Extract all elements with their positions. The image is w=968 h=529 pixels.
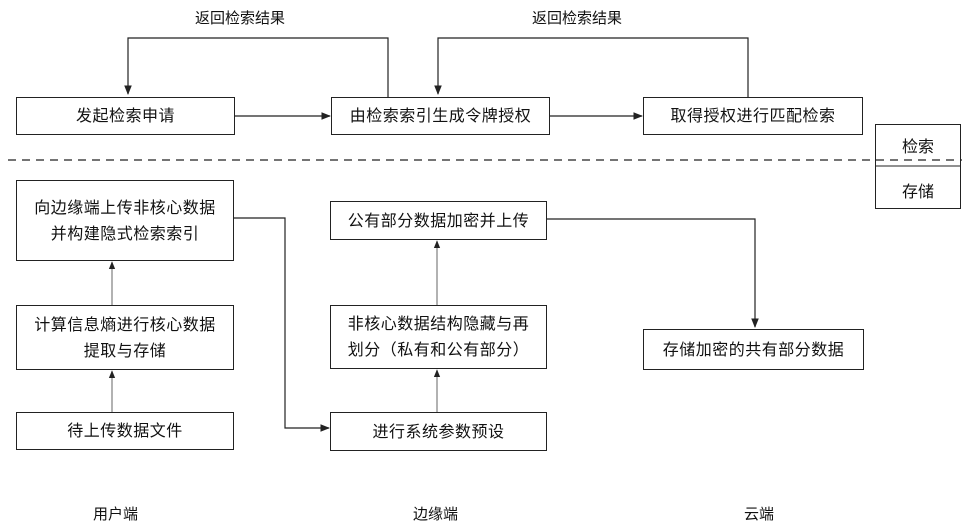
upload-file-box: 待上传数据文件 — [16, 412, 234, 450]
match-search-text: 取得授权进行匹配检索 — [670, 103, 835, 129]
start-search-box: 发起检索申请 — [16, 97, 235, 135]
hide-structure-line2: 划分（私有和公有部分） — [348, 337, 530, 363]
return-result-label-1: 返回检索结果 — [195, 7, 285, 28]
hide-structure-box: 非核心数据结构隐藏与再 划分（私有和公有部分） — [330, 305, 547, 369]
start-search-text: 发起检索申请 — [76, 103, 175, 129]
param-preset-box: 进行系统参数预设 — [330, 412, 547, 451]
entropy-line2: 提取与存储 — [84, 338, 167, 364]
arrow-return-result-2 — [438, 38, 748, 97]
upload-noncore-line2: 并构建隐式检索索引 — [51, 221, 200, 247]
upload-file-text: 待上传数据文件 — [67, 418, 183, 444]
arrow-upload-to-params — [234, 218, 329, 428]
token-auth-box: 由检索索引生成令牌授权 — [331, 97, 550, 135]
match-search-box: 取得授权进行匹配检索 — [643, 97, 863, 135]
entropy-box: 计算信息熵进行核心数据 提取与存储 — [16, 305, 234, 370]
arrow-return-result-1 — [128, 38, 388, 97]
store-shared-text: 存储加密的共有部分数据 — [663, 337, 845, 363]
store-shared-box: 存储加密的共有部分数据 — [643, 329, 864, 370]
hide-structure-line1: 非核心数据结构隐藏与再 — [348, 311, 530, 337]
upload-noncore-box: 向边缘端上传非核心数据 并构建隐式检索索引 — [16, 180, 234, 261]
encrypt-public-box: 公有部分数据加密并上传 — [330, 201, 547, 240]
return-result-label-2: 返回检索结果 — [532, 7, 622, 28]
upload-noncore-line1: 向边缘端上传非核心数据 — [34, 195, 216, 221]
token-auth-text: 由检索索引生成令牌授权 — [350, 103, 532, 129]
entropy-line1: 计算信息熵进行核心数据 — [34, 312, 216, 338]
cloud-side-label: 云端 — [744, 503, 774, 524]
legend-retrieval: 检索 — [875, 133, 961, 157]
edge-side-label: 边缘端 — [413, 503, 458, 524]
user-side-label: 用户端 — [93, 503, 138, 524]
param-preset-text: 进行系统参数预设 — [372, 419, 504, 445]
legend-storage: 存储 — [875, 178, 961, 202]
arrow-encrypt-to-store — [547, 219, 755, 327]
encrypt-public-text: 公有部分数据加密并上传 — [348, 208, 530, 234]
